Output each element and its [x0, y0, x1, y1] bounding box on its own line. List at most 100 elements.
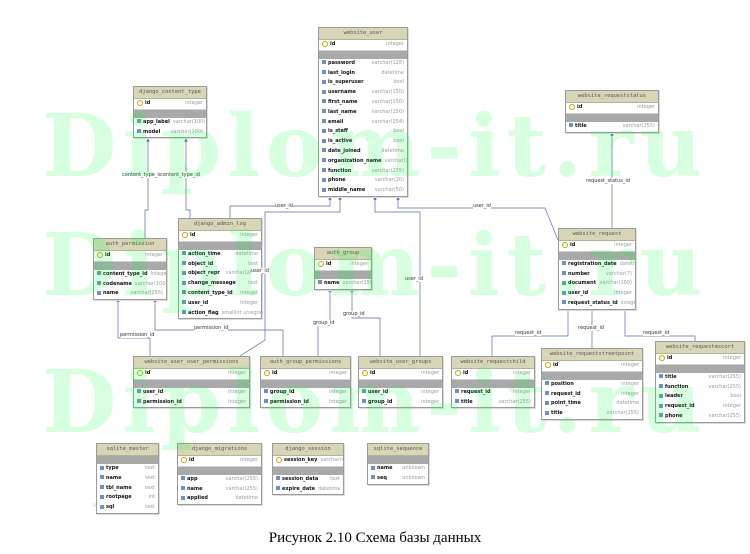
field-type: integer: [421, 388, 439, 395]
key-icon: [137, 369, 143, 376]
table-django_session[interactable]: django_sessionsession_keyvarchar(40)sess…: [272, 443, 344, 496]
pk-type: integer: [614, 242, 632, 248]
column-icon: [97, 271, 101, 276]
table-title: website_user_user_permissions: [134, 357, 249, 369]
column-icon: [322, 158, 326, 163]
column-icon: [137, 119, 141, 124]
pk-type: integer: [240, 457, 258, 463]
field-label: group_id: [368, 398, 393, 405]
field-type: integer: [513, 388, 531, 395]
field-row: request_id integer: [542, 390, 642, 400]
field-label: model: [143, 128, 161, 135]
field-name: title: [569, 122, 587, 132]
field-name: request_status_id: [562, 299, 618, 309]
field-type: datetime: [235, 250, 258, 257]
field-label: name: [103, 290, 119, 297]
table-title: website_requeststatus: [566, 91, 658, 103]
field-label: is_active: [328, 138, 353, 145]
field-type: integer: [329, 388, 347, 395]
field-label: type: [106, 465, 119, 471]
pk-type: integer: [621, 362, 639, 368]
key-icon: [569, 103, 575, 110]
field-name: sql: [100, 503, 114, 513]
pk-name: id: [190, 232, 196, 238]
field-type: integer: [621, 390, 639, 397]
field-label: date_joined: [328, 147, 361, 154]
column-icon: [322, 60, 326, 65]
field-type: integer: [228, 388, 246, 395]
column-icon: [322, 119, 326, 124]
pk-type: integer: [723, 355, 741, 361]
edge-label: user_id: [251, 268, 269, 274]
field-name: point_time: [545, 399, 581, 409]
table-title: auth_permission: [94, 239, 166, 251]
column-icon: [264, 389, 268, 394]
table-separator: [656, 364, 744, 373]
key-icon: [276, 456, 282, 463]
column-icon: [182, 251, 186, 256]
field-name: number: [562, 270, 590, 280]
field-type: varchar(255): [622, 122, 655, 129]
pk-name: id: [145, 370, 151, 376]
edge-label: permission_id: [194, 325, 229, 331]
table-separator: [319, 50, 407, 59]
edge-userperm-user: [239, 196, 342, 357]
field-name: action_flag: [182, 309, 219, 319]
column-icon: [659, 393, 663, 398]
field-type: text: [330, 475, 340, 482]
field-label: title: [665, 373, 677, 380]
key-icon: [545, 361, 551, 368]
field-label: is_superuser: [328, 79, 364, 86]
field-name: phone: [322, 176, 346, 186]
table-separator: [559, 251, 635, 260]
pk-type: integer: [185, 100, 203, 106]
field-name: user_id: [137, 388, 163, 398]
pk-type: integer: [228, 370, 246, 376]
table-title: website_requestchild: [452, 357, 534, 369]
edge-label: group_id: [313, 320, 335, 326]
field-type: bool: [730, 393, 741, 400]
field-name: content_type_id: [97, 270, 148, 280]
field-label: function: [665, 383, 689, 390]
column-icon: [181, 495, 185, 500]
field-type: text: [145, 504, 155, 511]
field-label: request_id: [551, 390, 581, 397]
column-icon: [371, 475, 375, 480]
field-type: integer: [240, 289, 258, 296]
field-label: password: [328, 59, 356, 66]
